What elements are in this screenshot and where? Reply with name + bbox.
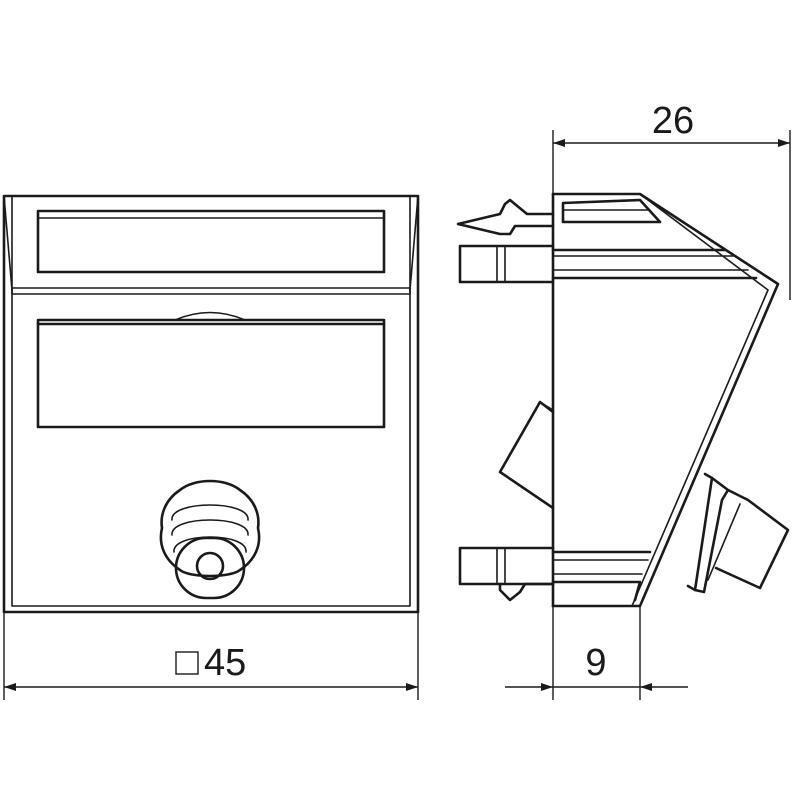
dimension-depth-label: 26	[652, 100, 694, 142]
dimension-offset-label: 9	[585, 642, 606, 684]
front-inner-frame	[11, 195, 411, 607]
square-symbol-icon	[175, 651, 199, 675]
lower-window-arc	[174, 311, 246, 321]
coax-connector	[159, 479, 261, 600]
lower-label-window	[36, 318, 386, 429]
hinge-line	[11, 287, 411, 295]
rear-connector	[498, 400, 555, 510]
front-frame	[2, 194, 420, 614]
upper-clip	[456, 198, 555, 236]
lower-latch	[458, 546, 555, 586]
coax-pin	[195, 551, 225, 581]
front-view	[2, 194, 420, 614]
upper-latch	[458, 244, 555, 284]
top-bevel	[3, 195, 419, 291]
dimension-depth: 26	[552, 100, 791, 300]
dimension-offset: 9	[505, 606, 688, 700]
side-coax-stub	[686, 472, 790, 594]
dimension-width-label: 45	[204, 642, 246, 684]
top-slot	[561, 198, 662, 224]
dimension-width: 45	[3, 612, 419, 700]
lower-clip	[498, 582, 555, 602]
upper-label-window	[36, 209, 386, 274]
slanted-front-plate	[551, 192, 780, 608]
side-view	[456, 192, 790, 608]
